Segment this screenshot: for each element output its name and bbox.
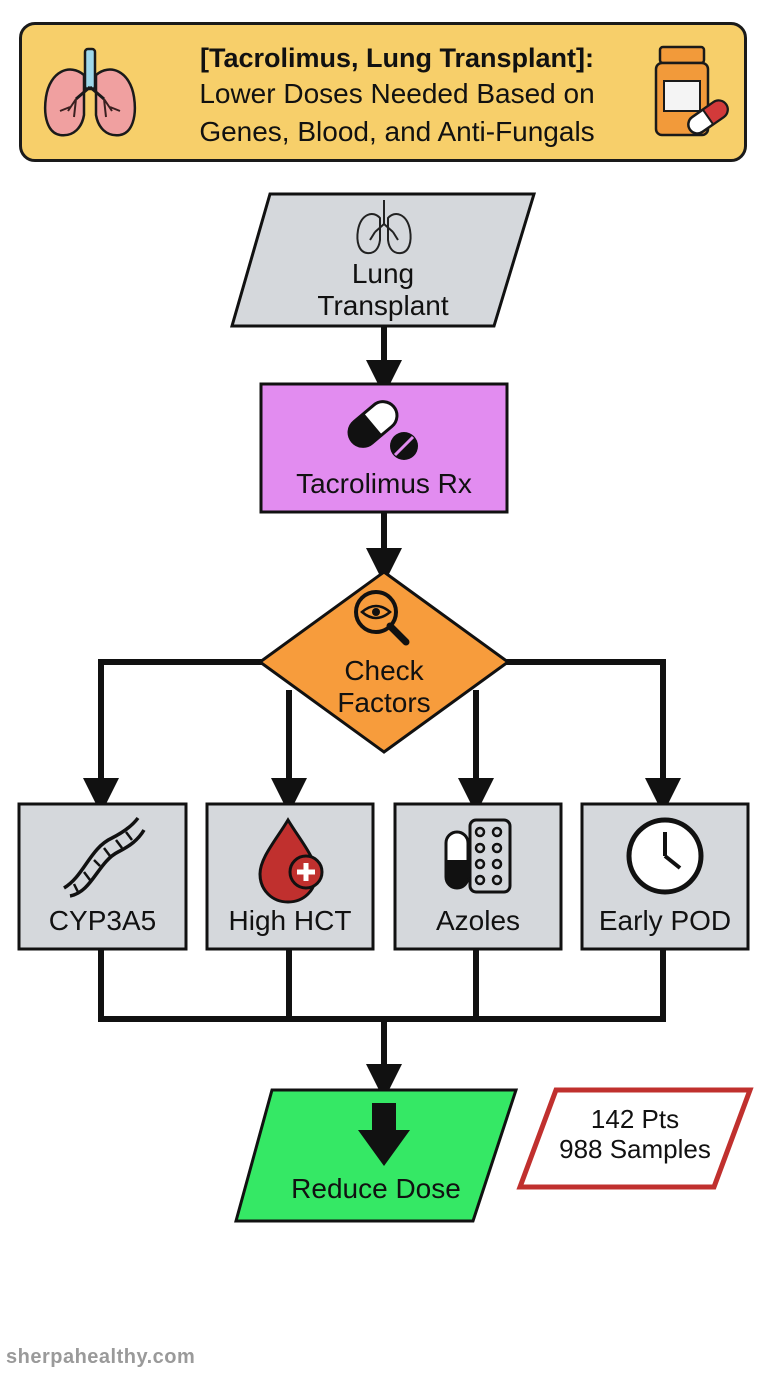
decision-label-line2: Factors [337, 687, 431, 718]
header-banner: [Tacrolimus, Lung Transplant]: Lower Dos… [19, 22, 747, 162]
stats-samples: 988 Samples [559, 1134, 711, 1164]
start-lung-transplant [230, 192, 537, 328]
decision-label-line1: Check [344, 655, 424, 686]
stats-text: 142 Pts 988 Samples [520, 1104, 750, 1164]
start-label-line1: Lung [351, 258, 415, 289]
result-label: Reduce Dose [291, 1173, 461, 1204]
factor-label-azoles: Azoles [435, 905, 521, 936]
factor-label-early-pod: Early POD [598, 905, 732, 936]
decision-check-factors [257, 570, 511, 754]
footer-site: sherpahealthy.com [6, 1346, 196, 1368]
magnifier-eye-icon [354, 590, 410, 646]
lungs-icon [43, 47, 137, 137]
arrow-to-early-pod [506, 659, 681, 814]
pills-icon [347, 400, 418, 460]
factor-box-cyp3a5 [17, 802, 188, 951]
start-label: Lung Transplant [283, 258, 483, 322]
header-text: [Tacrolimus, Lung Transplant]: Lower Dos… [147, 41, 647, 151]
connectors [83, 326, 681, 1100]
factor-label-cyp3a5: CYP3A5 [48, 905, 157, 936]
start-label-line2: Transplant [317, 290, 449, 321]
pill-bottle-icon [654, 45, 729, 137]
stats-patients: 142 Pts [590, 1104, 680, 1134]
stats-box [516, 1087, 754, 1190]
header-subtitle-line2: Genes, Blood, and Anti-Fungals [199, 116, 595, 147]
header-subtitle-line1: Lower Doses Needed Based on [199, 78, 595, 109]
pill-pack-icon [444, 818, 512, 894]
decision-label: Check Factors [284, 655, 484, 719]
result-reduce-dose [234, 1088, 519, 1223]
arrow-to-cyp3a5 [83, 659, 262, 814]
blood-drop-icon [258, 817, 324, 904]
drug-label: Tacrolimus Rx [296, 468, 472, 499]
dna-icon [63, 816, 146, 898]
header-title: [Tacrolimus, Lung Transplant]: [199, 43, 595, 73]
down-arrow-icon [358, 1103, 410, 1166]
factor-label-high-hct: High HCT [228, 905, 352, 936]
lungs-icon [356, 200, 412, 255]
clock-icon [626, 817, 704, 895]
